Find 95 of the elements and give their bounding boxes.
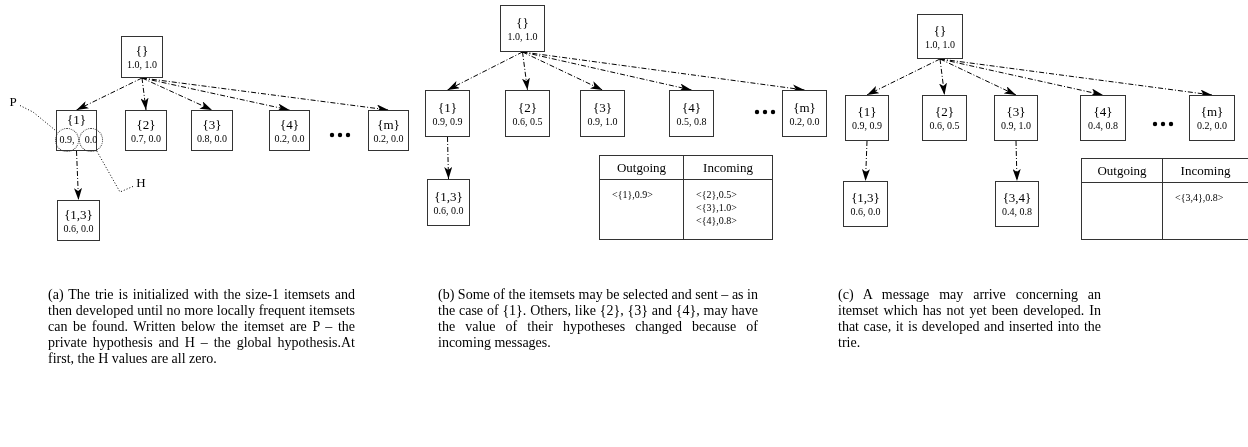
itemset-label: {} <box>933 22 947 38</box>
itemset-label: {1} <box>66 112 87 127</box>
arrow <box>74 150 82 201</box>
hypothesis-values: 1.0, 1.0 <box>127 58 157 71</box>
itemset-label: {3} <box>1006 104 1026 119</box>
itemset-label: {2} <box>935 104 954 119</box>
itemset-label: {4} <box>1093 104 1113 119</box>
itemset-box <box>669 90 714 137</box>
itemset-box <box>917 14 963 59</box>
hypothesis-values: 0.6, 0.0 <box>433 203 464 217</box>
itemset-label: {} <box>516 14 529 30</box>
hypothesis-values: 0.6, 0.5 <box>512 114 543 128</box>
itemset-box <box>121 36 163 78</box>
arrow <box>521 51 530 91</box>
hypothesis-values: 0.2, 0.0 <box>789 114 820 128</box>
arrow <box>444 136 453 180</box>
hypothesis-values: 0.7, 0.0 <box>131 131 161 145</box>
itemset-label: {} <box>135 43 149 58</box>
itemset-box <box>368 110 409 151</box>
hypothesis-values: 0.9, 0.9 <box>852 119 882 132</box>
hypothesis-values: 0.9, 1.0 <box>587 114 618 128</box>
itemset-box <box>1080 95 1126 141</box>
hypothesis-values: 0.8, 0.0 <box>197 131 227 145</box>
leader-line <box>19 105 58 132</box>
caption: (a) The trie is initialized with the size-1 itemsets and then developed until no more locally frequent itemsets can be found. Written below the itemset are P – the private hypothesis and H – the global hypothesis.At first, the H values are all zero. <box>48 287 355 367</box>
itemset-label: {4} <box>682 99 701 115</box>
caption: (c) A message may arrive concerning an itemset which has not yet been developed. In that case, it is developed and inserted into the trie. <box>838 287 1101 351</box>
arrow <box>522 51 603 91</box>
arrow <box>447 51 523 91</box>
itemset-box <box>994 95 1038 141</box>
arrow <box>861 140 870 182</box>
message-entry: <{3,4},0.8> <box>1175 191 1225 204</box>
itemset-label: {1} <box>857 104 877 119</box>
message-entry: <{2},0.5> <box>696 188 738 201</box>
itemset-box <box>505 90 550 137</box>
itemset-box <box>1189 95 1235 141</box>
hypothesis-values: 0.4, 0.8 <box>1088 119 1118 132</box>
arrow <box>866 58 941 96</box>
leader-line <box>95 148 134 193</box>
hypothesis-values: 0.2, 0.0 <box>1197 119 1227 132</box>
itemset-box <box>782 90 827 137</box>
table-header: Incoming <box>684 156 772 180</box>
caption: (b) Some of the itemsets may be selected and sent – as in the case of {1}. Others, like {2}, {3} and {4}, may have the value of their hypotheses changed because of incoming messages. <box>438 287 758 351</box>
arrow <box>141 77 213 111</box>
table-header: Incoming <box>1163 159 1248 183</box>
hypothesis-values: 0.6, 0.5 <box>929 119 960 132</box>
itemset-label: {1} <box>438 99 457 115</box>
itemset-label: {2} <box>136 116 156 132</box>
arrow <box>939 58 1017 96</box>
hypothesis-values: 0.9, 0.9 <box>432 114 463 128</box>
arrow <box>140 77 149 111</box>
itemset-label: {2} <box>518 99 537 115</box>
itemset-label: {4} <box>280 116 299 132</box>
hypothesis-values: 1.0, 1.0 <box>925 37 955 51</box>
hypothesis-values: 0.2, 0.0 <box>373 131 404 145</box>
itemset-box <box>425 90 470 137</box>
itemset-label: {m} <box>377 116 400 132</box>
callout-letter: P <box>6 94 20 110</box>
hypothesis-values: 0.2, 0.0 <box>274 131 305 145</box>
itemset-box <box>427 179 470 226</box>
itemset-label: {1,3} <box>64 206 93 222</box>
itemset-label: {1,3} <box>851 190 880 205</box>
arrow <box>76 77 143 111</box>
message-entry: <{1},0.9> <box>612 188 654 201</box>
hypothesis-values: 0.9, 1.0 <box>1001 119 1031 132</box>
hypothesis-values: 1.0, 1.0 <box>507 29 538 43</box>
itemset-box <box>57 200 100 241</box>
itemset-box <box>500 5 545 52</box>
table-header: Outgoing <box>600 156 684 180</box>
itemset-label: {m} <box>1200 104 1224 119</box>
message-entry: <{4},0.8> <box>696 214 738 227</box>
arrow <box>939 58 947 96</box>
itemset-label: {1,3} <box>434 188 463 204</box>
itemset-box <box>580 90 625 137</box>
hypothesis-values: 0.6, 0.0 <box>850 205 881 218</box>
itemset-box <box>269 110 310 151</box>
itemset-box <box>125 110 167 151</box>
itemset-box <box>843 181 888 227</box>
table-header: Outgoing <box>1082 159 1163 183</box>
itemset-label: {3,4} <box>1002 190 1032 205</box>
message-entry: <{3},1.0> <box>696 201 738 214</box>
itemset-box <box>922 95 967 141</box>
itemset-box <box>995 181 1039 227</box>
arrow <box>1012 140 1021 182</box>
hypothesis-value: 0.9, <box>59 134 75 146</box>
itemset-label: {3} <box>202 116 222 132</box>
hypothesis-values: 0.6, 0.0 <box>63 221 94 235</box>
itemset-box <box>845 95 889 141</box>
itemset-label: {3} <box>593 99 612 115</box>
itemset-box <box>56 110 97 151</box>
callout-letter: H <box>133 175 149 191</box>
hypothesis-values: 0.4, 0.8 <box>1002 205 1032 218</box>
hypothesis-values: 0.5, 0.8 <box>676 114 707 128</box>
itemset-box <box>191 110 233 151</box>
itemset-label: {m} <box>793 99 816 115</box>
